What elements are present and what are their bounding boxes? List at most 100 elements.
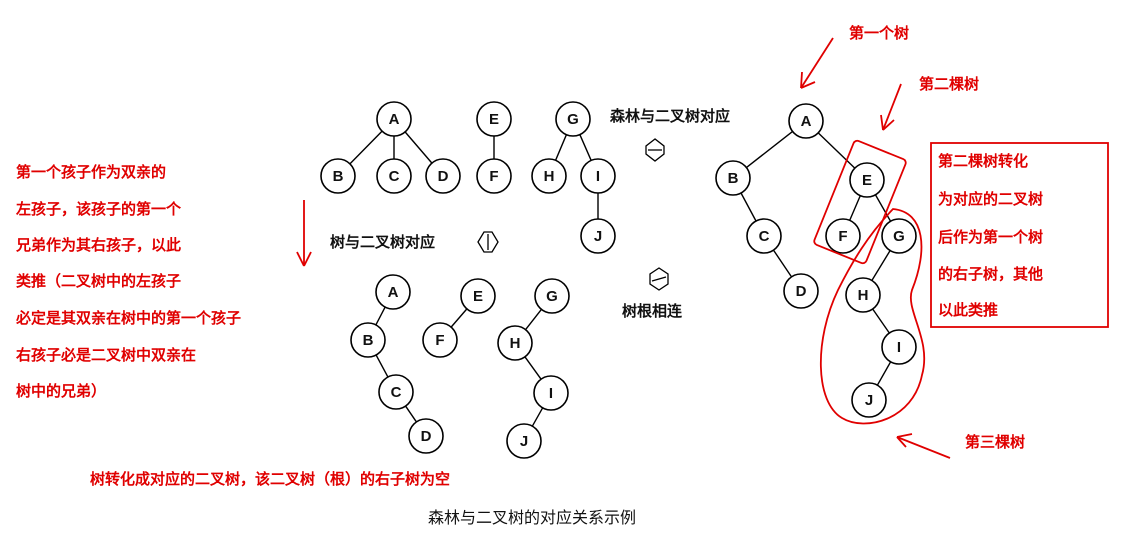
forest-edge-A-D [404,131,433,164]
node-label: J [520,433,528,450]
forest-edge-A-B [349,130,383,165]
converted-node-A: A [375,274,411,310]
node-circle [376,101,412,137]
binary-node-E: E [849,162,885,198]
node-circle [533,375,569,411]
arrow-down-icon [296,200,312,267]
note-line: 为对应的二叉树 [938,190,1043,208]
forest-node-J: J [580,218,616,254]
node-label: J [865,392,873,409]
node-label: B [333,168,344,185]
node-label: B [728,170,739,187]
rotate-arrow-icon [649,267,669,291]
forest-edge-G-I [579,134,592,161]
converted-node-H: H [497,325,533,361]
note-line: 必定是其双亲在树中的第一个孩子 [15,309,241,327]
node-label: H [510,335,521,352]
node-circle [845,277,881,313]
binary-edge-A-B [745,130,794,169]
binary-edge-H-I [872,308,890,334]
second-tree-label: 第二棵树 [919,75,979,93]
node-label: F [489,168,498,185]
binary-edge-A-E [817,132,856,169]
bottom-rule-note: 树转化成对应的二叉树，该二叉树（根）的右子树为空 [90,470,450,488]
node-label: E [489,111,499,128]
node-circle [555,101,591,137]
converted-node-G: G [534,278,570,314]
converted-edge-E-F [450,308,468,328]
note-line: 树中的兄弟） [16,382,106,400]
node-label: H [544,168,555,185]
note-line: 兄弟作为其右孩子，以此 [15,236,181,254]
first-tree-label: 第一个树 [849,24,909,42]
node-circle [825,218,861,254]
node-circle [788,103,824,139]
node-circle [746,218,782,254]
right-rule-note: 第二棵树转化 为对应的二叉树 后作为第一个树 的右子树，其他 以此类推 [938,152,1043,319]
forest-node-C: C [376,158,412,194]
node-circle [375,274,411,310]
node-label: C [391,384,402,401]
node-circle [408,418,444,454]
node-label: I [596,168,600,185]
node-circle [783,273,819,309]
node-circle [531,158,567,194]
converted-node-E: E [460,278,496,314]
forest-node-H: H [531,158,567,194]
node-label: I [549,385,553,402]
arrow-first-tree-icon [800,37,834,89]
binary-edge-G-H [871,250,891,281]
node-circle [881,329,917,365]
node-label: A [389,111,400,128]
node-label: B [363,332,374,349]
tree-binary-label: 树与二叉树对应 [330,233,435,251]
second-tree-highlight [813,139,907,265]
node-label: F [838,228,847,245]
node-label: D [796,283,807,300]
binary-edge-C-D [772,249,793,278]
binary-node-A: A [788,103,824,139]
forest-binary-label: 森林与二叉树对应 [610,107,730,125]
node-circle [350,322,386,358]
forest-node-A: A [376,101,412,137]
binary-node-F: F [825,218,861,254]
binary-node-I: I [881,329,917,365]
converted-node-F: F [422,322,458,358]
binary-node-J: J [851,382,887,418]
node-circle [476,158,512,194]
tree-edges [349,130,892,427]
arrow-third-tree-icon [896,433,951,459]
node-label: E [473,288,483,305]
node-circle [320,158,356,194]
node-label: G [893,228,905,245]
binary-edge-I-J [876,361,892,386]
converted-edge-A-B [375,306,386,326]
node-label: G [567,111,579,128]
converted-node-D: D [408,418,444,454]
node-label: F [435,332,444,349]
forest-node-B: B [320,158,356,194]
arrow-second-tree-icon [880,83,902,131]
node-label: G [546,288,558,305]
converted-edge-C-D [404,405,418,423]
node-circle [460,278,496,314]
node-circle [422,322,458,358]
root-connect-label: 树根相连 [622,302,683,320]
node-circle [849,162,885,198]
forest-node-F: F [476,158,512,194]
binary-edge-B-C [740,192,757,222]
node-label: E [862,172,872,189]
node-label: H [858,287,869,304]
note-line: 第一个孩子作为双亲的 [16,163,166,181]
binary-edge-E-F [849,195,861,221]
binary-node-H: H [845,277,881,313]
node-circle [476,101,512,137]
caption: 森林与二叉树的对应关系示例 [428,508,636,527]
converted-node-J: J [506,423,542,459]
note-line: 左孩子，该孩子的第一个 [15,200,182,218]
forest-node-D: D [425,158,461,194]
converted-edge-I-J [531,407,544,427]
converted-edge-B-C [375,354,389,378]
